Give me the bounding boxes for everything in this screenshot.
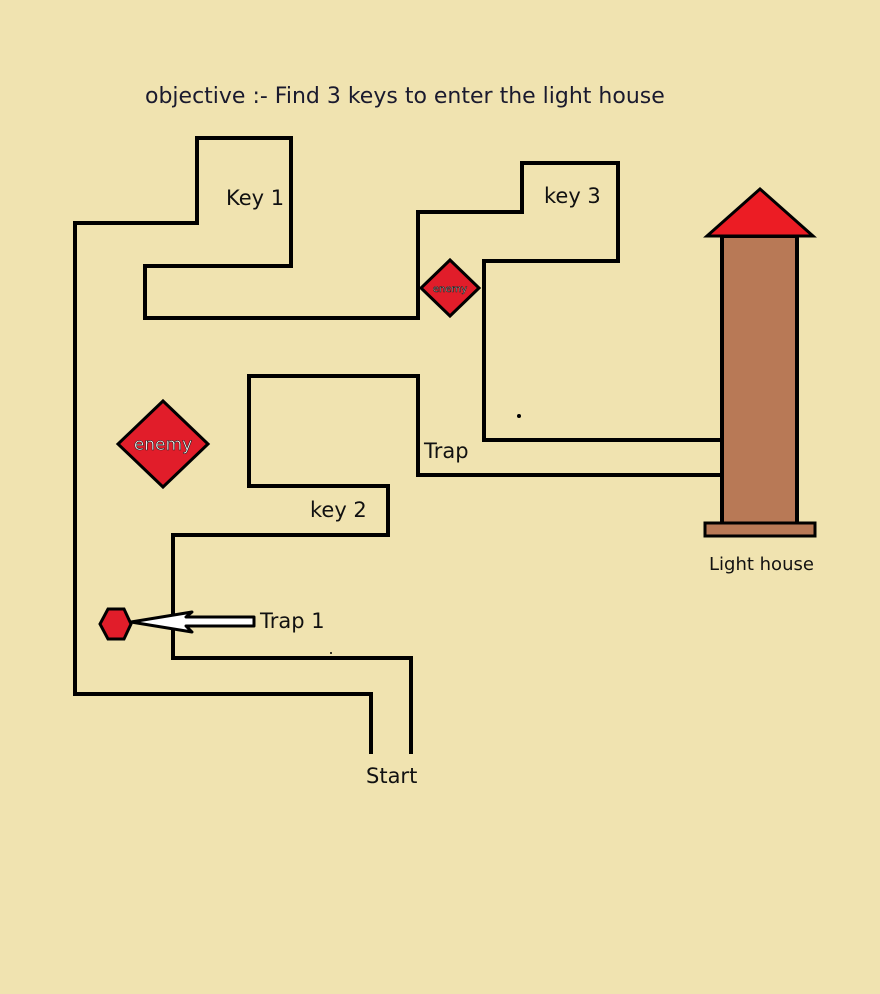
enemy-large-label: enemy — [134, 435, 192, 455]
enemy-diamond-icon — [418, 257, 482, 319]
wall-outer-left — [73, 221, 373, 754]
trap-hexagon-icon — [98, 607, 133, 641]
lighthouse-label: Light house — [709, 554, 814, 575]
trap1-marker[interactable] — [98, 607, 256, 641]
trap1-label: Trap 1 — [259, 609, 325, 633]
maze-walls — [73, 136, 724, 754]
lighthouse[interactable] — [703, 186, 817, 538]
arrow-left-icon — [129, 610, 256, 634]
enemy-large[interactable]: enemy — [115, 398, 211, 490]
enemy-small[interactable]: enemy — [418, 257, 482, 319]
key2-label: key 2 — [310, 498, 367, 522]
enemy-diamond-icon — [115, 398, 211, 490]
wall-key3-room — [416, 161, 724, 442]
start-label: Start — [366, 764, 417, 788]
objective-text: objective :- Find 3 keys to enter the li… — [145, 84, 665, 109]
dot-marker — [517, 414, 521, 418]
lighthouse-roof-icon — [703, 186, 817, 238]
lighthouse-base — [703, 521, 817, 538]
key3-label: key 3 — [544, 184, 601, 208]
wall-key1-room — [143, 136, 420, 320]
wall-middle-room — [171, 374, 724, 754]
enemy-small-label: enemy — [433, 284, 467, 295]
key1-label: Key 1 — [226, 186, 284, 210]
dot-marker — [330, 652, 332, 654]
trap-label: Trap — [423, 439, 469, 463]
lighthouse-tower — [720, 234, 799, 527]
